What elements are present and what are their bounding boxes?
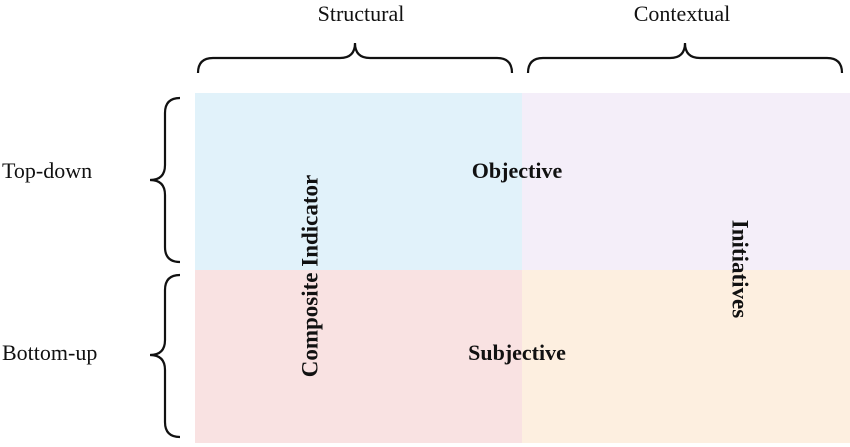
quadrant-bottom-right	[522, 270, 850, 443]
composite-indicator-label: Composite Indicator	[297, 174, 323, 378]
row-label-top-down: Top-down	[2, 158, 93, 183]
quadrant-bottom-left	[195, 270, 522, 443]
column-label-structural: Structural	[317, 1, 405, 26]
bottom-up-brace	[149, 273, 181, 439]
quadrant-top-right	[522, 93, 850, 270]
row-label-bottom-up: Bottom-up	[2, 340, 98, 365]
column-label-contextual: Contextual	[633, 1, 731, 26]
structural-brace	[196, 42, 514, 74]
quadrant-top-left	[195, 93, 522, 270]
subjective-label: Subjective	[468, 340, 566, 365]
contextual-brace	[526, 42, 844, 74]
objective-label: Objective	[471, 158, 563, 183]
initiatives-label: Initiatives	[727, 219, 753, 319]
top-down-brace	[149, 96, 181, 264]
